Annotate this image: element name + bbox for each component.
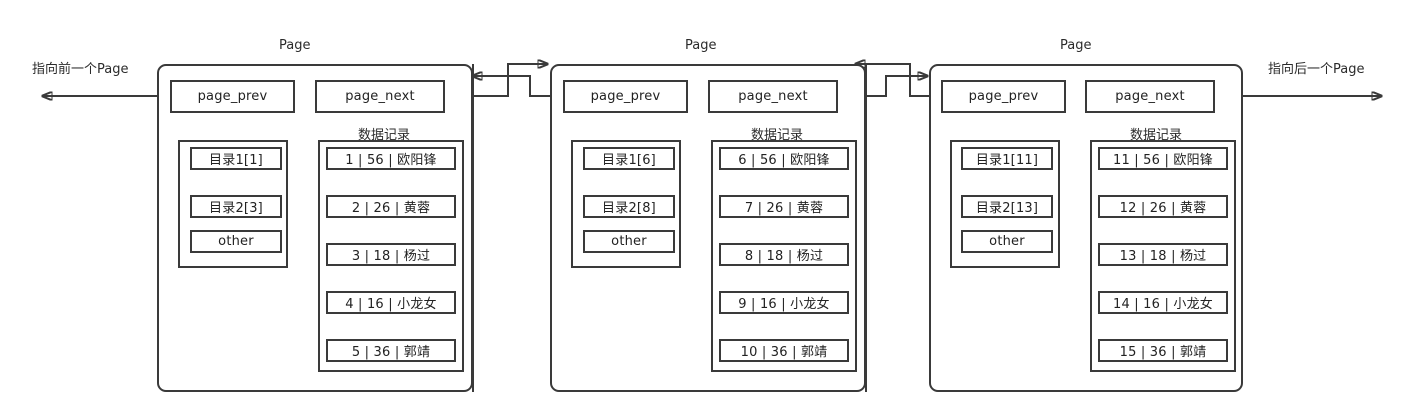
directory-entry-2-1[interactable]: 目录1[6] [583,147,675,170]
page-prev-field-2[interactable]: page_prev [563,80,688,113]
record-row-3-2[interactable]: 12 | 26 | 黄蓉 [1098,195,1228,218]
record-row-1-3[interactable]: 3 | 18 | 杨过 [326,243,456,266]
directory-entry-1-1[interactable]: 目录1[1] [190,147,282,170]
page-prev-field-1[interactable]: page_prev [170,80,295,113]
record-row-1-4[interactable]: 4 | 16 | 小龙女 [326,291,456,314]
records-title-2: 数据记录 [751,128,804,143]
page-prev-field-3[interactable]: page_prev [941,80,1066,113]
record-row-3-4[interactable]: 14 | 16 | 小龙女 [1098,291,1228,314]
page-next-field-2[interactable]: page_next [708,80,838,113]
record-row-2-3[interactable]: 8 | 18 | 杨过 [719,243,849,266]
page-title-2: Page [685,38,717,53]
records-title-3: 数据记录 [1130,128,1183,143]
label-points-to-next-page: 指向后一个Page [1268,62,1365,77]
record-row-2-2[interactable]: 7 | 26 | 黄蓉 [719,195,849,218]
directory-entry-3-2[interactable]: 目录2[13] [961,195,1053,218]
record-row-2-5[interactable]: 10 | 36 | 郭靖 [719,339,849,362]
directory-entry-1-3[interactable]: other [190,230,282,253]
page-next-field-1[interactable]: page_next [315,80,445,113]
record-row-1-1[interactable]: 1 | 56 | 欧阳锋 [326,147,456,170]
record-row-2-4[interactable]: 9 | 16 | 小龙女 [719,291,849,314]
page-next-field-3[interactable]: page_next [1085,80,1215,113]
directory-entry-2-2[interactable]: 目录2[8] [583,195,675,218]
directory-entry-1-2[interactable]: 目录2[3] [190,195,282,218]
record-row-1-2[interactable]: 2 | 26 | 黄蓉 [326,195,456,218]
page-title-3: Page [1060,38,1092,53]
label-points-to-prev-page: 指向前一个Page [32,62,129,77]
page-title-1: Page [279,38,311,53]
records-title-1: 数据记录 [358,128,411,143]
record-row-1-5[interactable]: 5 | 36 | 郭靖 [326,339,456,362]
record-row-2-1[interactable]: 6 | 56 | 欧阳锋 [719,147,849,170]
directory-entry-3-1[interactable]: 目录1[11] [961,147,1053,170]
directory-entry-2-3[interactable]: other [583,230,675,253]
record-row-3-5[interactable]: 15 | 36 | 郭靖 [1098,339,1228,362]
wire-p2-prev-to-p1 [472,76,550,97]
directory-entry-3-3[interactable]: other [961,230,1053,253]
record-row-3-1[interactable]: 11 | 56 | 欧阳锋 [1098,147,1228,170]
record-row-3-3[interactable]: 13 | 18 | 杨过 [1098,243,1228,266]
wire-p3-prev-to-p2 [855,64,930,97]
